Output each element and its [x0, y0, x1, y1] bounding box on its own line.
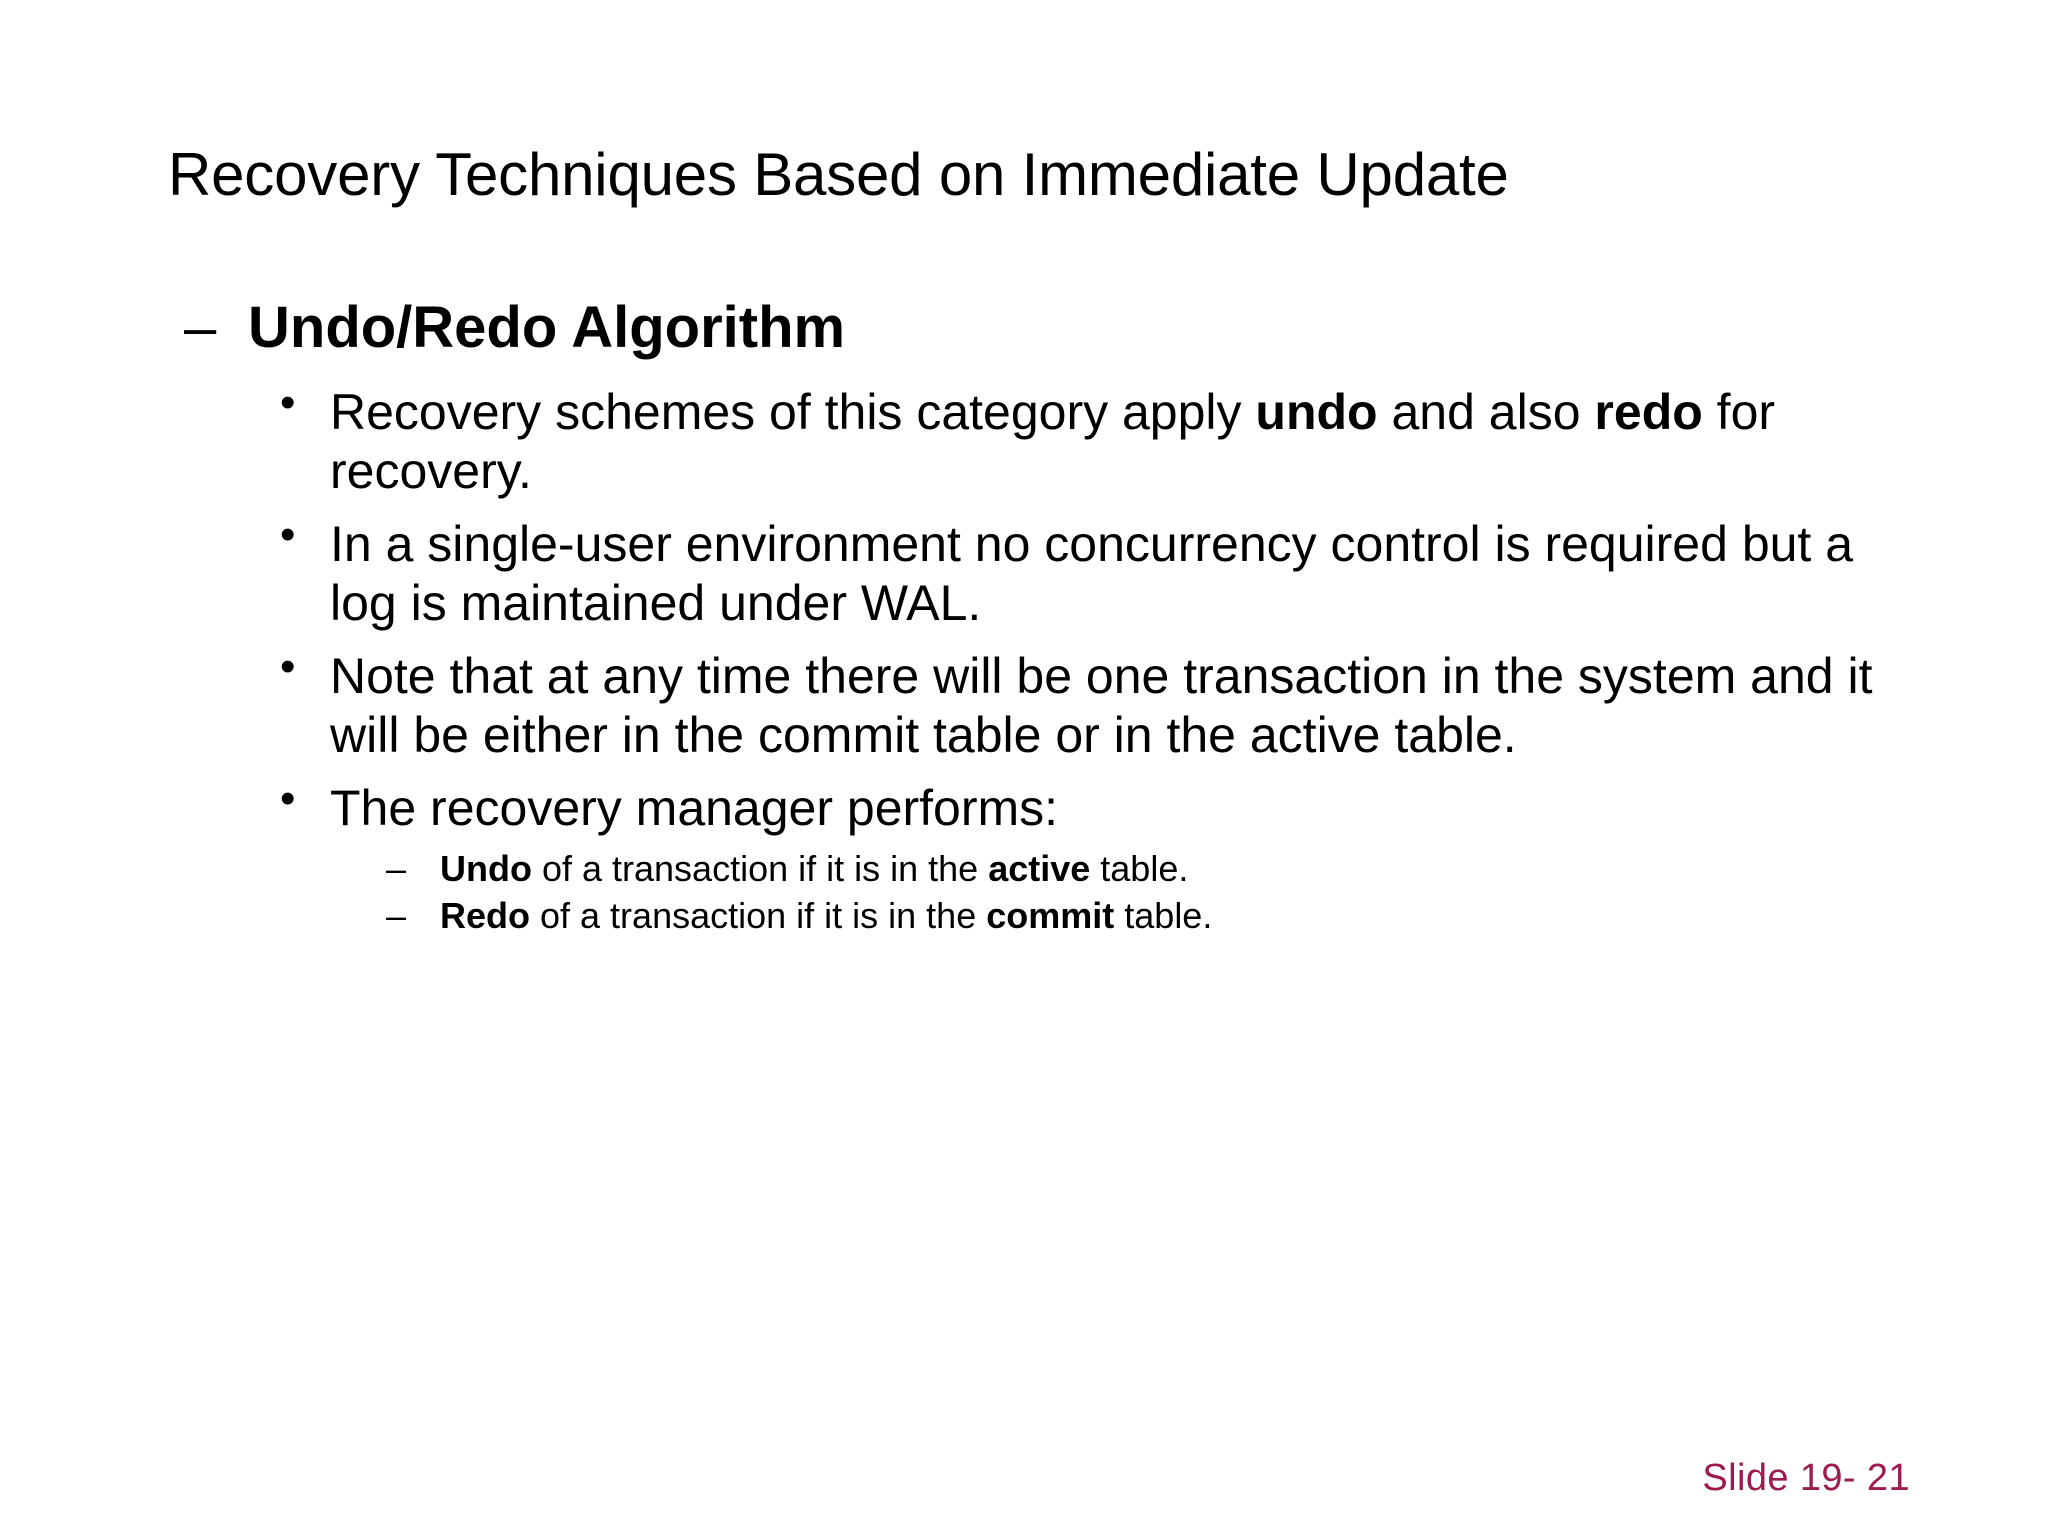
- outline-item-undo-active: – Undo of a transaction if it is in the …: [0, 846, 2048, 893]
- text-run: Recovery schemes of this category apply: [330, 383, 1256, 440]
- outline-item-level1-label: Undo/Redo Algorithm: [248, 295, 846, 360]
- spacer: [0, 501, 2048, 515]
- dash-bullet-icon: –: [386, 847, 407, 889]
- dash-bullet-icon: –: [184, 295, 217, 360]
- outline-item-label: Note that at any time there will be one …: [330, 647, 1873, 763]
- slide-title: Recovery Techniques Based on Immediate U…: [168, 141, 1509, 209]
- text-run: table.: [1114, 894, 1213, 936]
- round-bullet-icon: •: [280, 377, 296, 427]
- text-run-bold-active: active: [988, 847, 1091, 889]
- round-bullet-icon: •: [280, 773, 296, 823]
- outline-item-level1: – Undo/Redo Algorithm: [0, 295, 2048, 361]
- text-run: for recovery.: [330, 383, 1776, 499]
- text-run: of a transaction if it is in the: [530, 894, 987, 936]
- text-run-bold-commit: commit: [986, 894, 1115, 936]
- spacer: [0, 838, 2048, 846]
- spacer: [0, 633, 2048, 647]
- dash-bullet-icon: –: [386, 894, 407, 936]
- text-run-bold-undo: Undo: [440, 847, 532, 889]
- text-run-bold-redo: Redo: [440, 894, 530, 936]
- outline-item-label: The recovery manager performs:: [330, 779, 1059, 836]
- text-run: and also: [1377, 383, 1595, 440]
- slide-number: Slide 19- 21: [1702, 1457, 1910, 1499]
- outline-item-recovery-manager: • The recovery manager performs:: [0, 774, 2048, 838]
- text-run-bold-undo: undo: [1255, 383, 1378, 440]
- outline-item-one-transaction: • Note that at any time there will be on…: [0, 642, 2048, 765]
- text-run-bold-redo: redo: [1594, 383, 1703, 440]
- round-bullet-icon: •: [280, 641, 296, 691]
- outline-item-label: In a single-user environment no concurre…: [330, 515, 1854, 631]
- outline-item-redo-commit: – Redo of a transaction if it is in the …: [0, 893, 2048, 940]
- spacer: [0, 765, 2048, 779]
- text-run: of a transaction if it is in the: [531, 847, 989, 889]
- outline-item-single-user-environment: • In a single-user environment no concur…: [0, 510, 2048, 633]
- outline-item-recovery-schemes: • Recovery schemes of this category appl…: [0, 378, 2048, 501]
- round-bullet-icon: •: [280, 509, 296, 559]
- spacer: [0, 367, 2048, 383]
- text-run: table.: [1090, 847, 1189, 889]
- slide-body-outline: – Undo/Redo Algorithm • Recovery schemes…: [0, 295, 2048, 940]
